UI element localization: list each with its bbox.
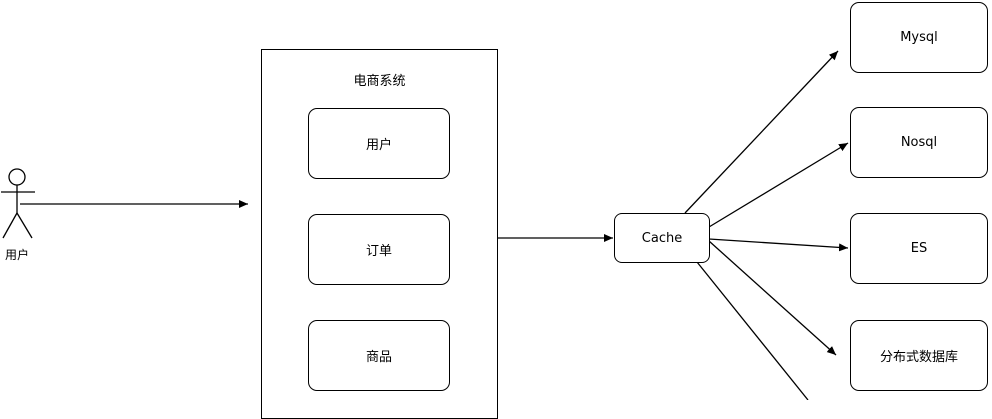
- storage-es: ES: [850, 213, 988, 284]
- cache-label: Cache: [641, 230, 683, 246]
- actor-head: [8, 168, 26, 186]
- storage-mysql-label: Mysql: [900, 30, 938, 45]
- storage-distributed-db: 分布式数据库: [850, 320, 988, 391]
- actor-right-leg: [16, 212, 33, 239]
- storage-nosql: Nosql: [850, 107, 988, 178]
- module-user-label: 用户: [365, 138, 392, 153]
- actor-figure: [1, 168, 35, 239]
- storage-mysql: Mysql: [850, 2, 988, 73]
- storage-es-label: ES: [910, 241, 928, 256]
- arrow-cache-offscreen: [696, 261, 809, 400]
- module-order: 订单: [308, 214, 450, 285]
- arrow-cache-to-mysql: [684, 50, 839, 214]
- module-product-label: 商品: [365, 350, 392, 365]
- arrow-cache-to-es: [708, 238, 849, 252]
- storage-distributed-db-label: 分布式数据库: [879, 350, 958, 365]
- arrow-cache-to-distributed-db: [708, 240, 837, 356]
- connector-layer: [1, 50, 849, 400]
- actor-left-leg: [2, 212, 18, 239]
- cache-node: Cache: [614, 213, 710, 263]
- module-order-label: 订单: [365, 244, 392, 259]
- system-title: 电商系统: [353, 74, 406, 89]
- module-product: 商品: [308, 320, 450, 391]
- actor-label: 用户: [5, 248, 30, 262]
- arrow-cache-to-nosql: [708, 142, 849, 228]
- storage-nosql-label: Nosql: [900, 135, 938, 150]
- module-user: 用户: [308, 108, 450, 179]
